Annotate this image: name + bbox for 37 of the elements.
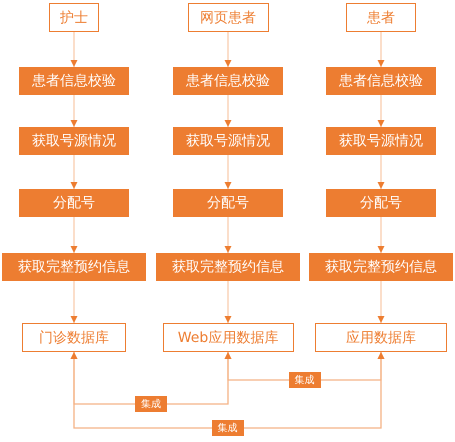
process-box: 分配号 <box>19 189 129 217</box>
arrow <box>378 32 384 67</box>
arrow <box>70 352 384 429</box>
process-box: 获取号源情况 <box>173 127 283 155</box>
process-box: 获取完整预约信息 <box>309 253 453 281</box>
arrow <box>378 217 384 253</box>
arrow <box>224 32 232 67</box>
process-box: 获取完整预约信息 <box>2 253 146 281</box>
actor-box: 患者 <box>346 3 416 32</box>
process-box: 分配号 <box>173 189 283 217</box>
process-box: 患者信息校验 <box>19 67 129 95</box>
database-box: 应用数据库 <box>315 323 447 352</box>
edge-label: 集成 <box>212 420 244 436</box>
actor-box: 网页患者 <box>188 3 268 32</box>
process-box: 患者信息校验 <box>326 67 436 95</box>
arrow <box>224 217 232 253</box>
arrow <box>224 95 232 127</box>
process-box: 患者信息校验 <box>173 67 283 95</box>
arrow <box>224 155 232 189</box>
arrow <box>378 155 384 189</box>
edge-label: 集成 <box>135 396 167 412</box>
edge-label: 集成 <box>288 372 320 388</box>
arrow <box>378 95 384 127</box>
arrow <box>70 32 78 67</box>
arrow <box>378 281 384 323</box>
process-box: 获取号源情况 <box>326 127 436 155</box>
actor-box: 护士 <box>49 3 99 32</box>
process-box: 获取完整预约信息 <box>156 253 300 281</box>
arrow <box>70 155 78 189</box>
process-box: 分配号 <box>326 189 436 217</box>
arrow <box>70 95 78 127</box>
process-box: 获取号源情况 <box>19 127 129 155</box>
arrow <box>70 281 78 323</box>
arrow <box>70 217 78 253</box>
arrow <box>224 281 232 323</box>
database-box: Web应用数据库 <box>162 323 294 352</box>
database-box: 门诊数据库 <box>22 323 126 352</box>
